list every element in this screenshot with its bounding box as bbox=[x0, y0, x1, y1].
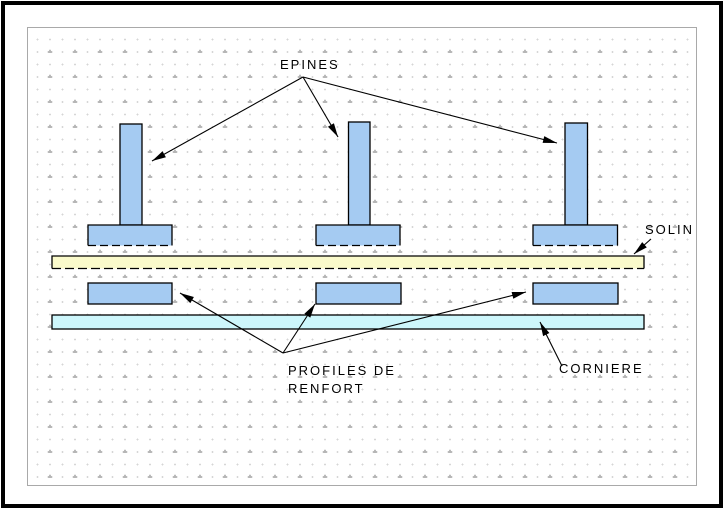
label-epines[interactable]: EPINES bbox=[280, 57, 340, 72]
leader-profiles[interactable] bbox=[179, 291, 527, 354]
label-profiles-line2: RENFORT bbox=[288, 381, 365, 396]
drawing-page[interactable] bbox=[27, 27, 697, 486]
arrowhead-epines-3 bbox=[542, 136, 557, 143]
epine-2-stem[interactable] bbox=[347, 121, 371, 226]
epine-1-stem[interactable] bbox=[119, 123, 143, 226]
corniere-bar[interactable] bbox=[51, 314, 645, 330]
leader-profiles-line-3[interactable] bbox=[282, 291, 527, 354]
arrowhead-corniere bbox=[540, 322, 550, 337]
epine-3-stem[interactable] bbox=[564, 122, 589, 226]
leader-epines-line-1[interactable] bbox=[151, 76, 304, 162]
arrowhead-epines-1 bbox=[152, 151, 166, 161]
arrowhead-profiles-1 bbox=[180, 293, 194, 304]
profile-renfort-3[interactable] bbox=[532, 282, 619, 305]
epine-2-base[interactable] bbox=[315, 224, 401, 246]
profile-renfort-1[interactable] bbox=[87, 282, 173, 305]
leader-solin[interactable] bbox=[633, 238, 652, 255]
epine-3-base[interactable] bbox=[532, 224, 619, 246]
window-frame bbox=[1, 1, 723, 508]
label-profiles-de-renfort[interactable]: PROFILES DE RENFORT bbox=[288, 362, 396, 398]
arrowhead-profiles-3 bbox=[511, 292, 526, 299]
arrowhead-epines-2 bbox=[327, 123, 338, 137]
label-solin[interactable]: SOLIN bbox=[645, 222, 695, 237]
epine-1[interactable] bbox=[87, 123, 173, 247]
epine-2[interactable] bbox=[315, 121, 401, 247]
arrowhead-solin bbox=[634, 242, 647, 254]
solin-bar[interactable] bbox=[51, 255, 645, 270]
arrowhead-profiles-2 bbox=[304, 304, 315, 318]
profile-renfort-2[interactable] bbox=[315, 282, 402, 305]
leader-profiles-line-1[interactable] bbox=[179, 292, 284, 354]
leader-corniere[interactable] bbox=[539, 321, 563, 367]
leader-epines-line-3[interactable] bbox=[302, 76, 558, 144]
label-profiles-line1: PROFILES DE bbox=[288, 363, 396, 378]
label-corniere[interactable]: CORNIERE bbox=[559, 361, 644, 376]
epine-1-base[interactable] bbox=[87, 224, 173, 246]
leader-epines[interactable] bbox=[151, 76, 558, 162]
solin-bar-body[interactable] bbox=[51, 255, 645, 269]
epine-3[interactable] bbox=[532, 122, 619, 247]
